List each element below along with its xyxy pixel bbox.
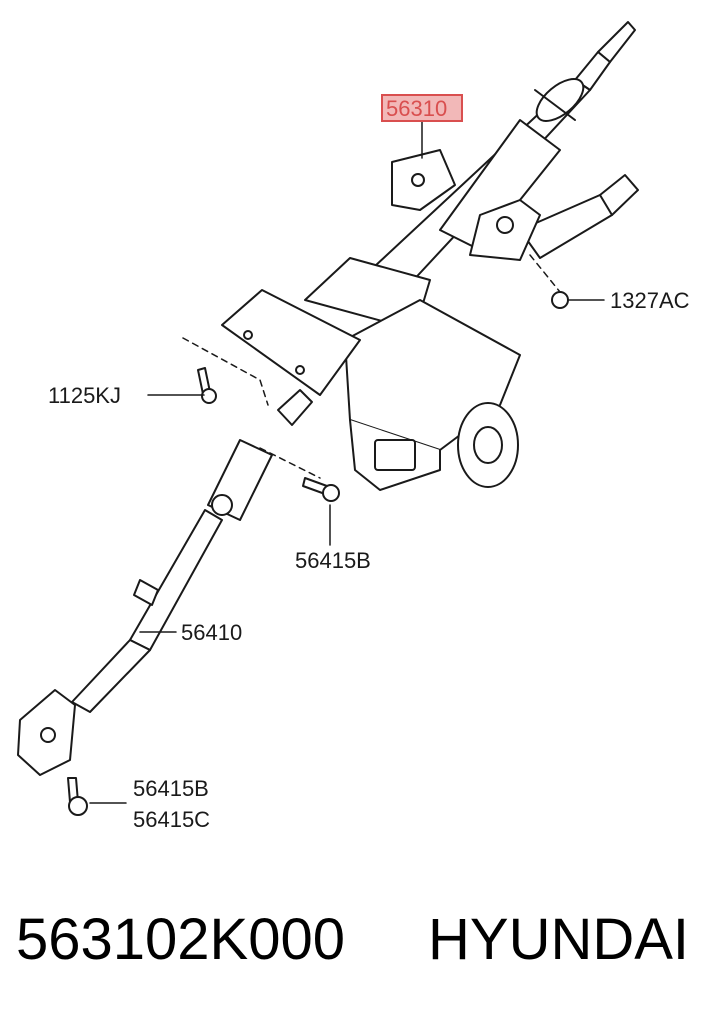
intermediate-shaft — [17, 439, 273, 776]
bolts — [67, 291, 569, 816]
brand-name: HYUNDAI — [428, 907, 690, 972]
leader-lines — [89, 121, 605, 804]
callout-56415b-mid: 56415B — [295, 548, 371, 573]
callout-56415b-bottom: 56415B — [133, 776, 209, 801]
callout-1327ac: 1327AC — [610, 288, 690, 313]
tilt-lever — [519, 174, 639, 259]
callout-56310: 56310 — [386, 96, 447, 121]
highlight-box — [381, 94, 463, 122]
callout-56410: 56410 — [181, 620, 242, 645]
steering-column-diagram: 56310 1327AC 1125KJ 56415B 56410 56415B … — [17, 21, 690, 832]
lower-mounting-plate — [221, 289, 361, 426]
callout-56415c: 56415C — [133, 807, 210, 832]
part-number: 563102K000 — [16, 907, 345, 972]
upper-mounting-bracket — [391, 149, 541, 261]
motor-housing — [304, 257, 521, 491]
alignment-lines — [182, 254, 561, 479]
upper-column-tube — [359, 21, 636, 301]
callout-1125kj: 1125KJ — [48, 383, 121, 408]
